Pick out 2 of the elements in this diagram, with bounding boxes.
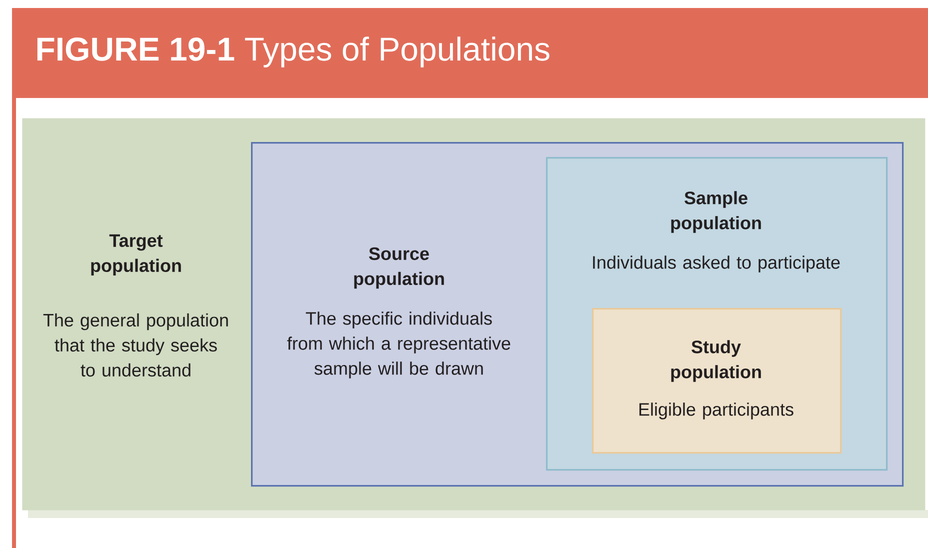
figure-title: FIGURE 19-1 Types of Populations <box>37 36 550 68</box>
population-box: Study population Eligible participants <box>592 308 842 454</box>
